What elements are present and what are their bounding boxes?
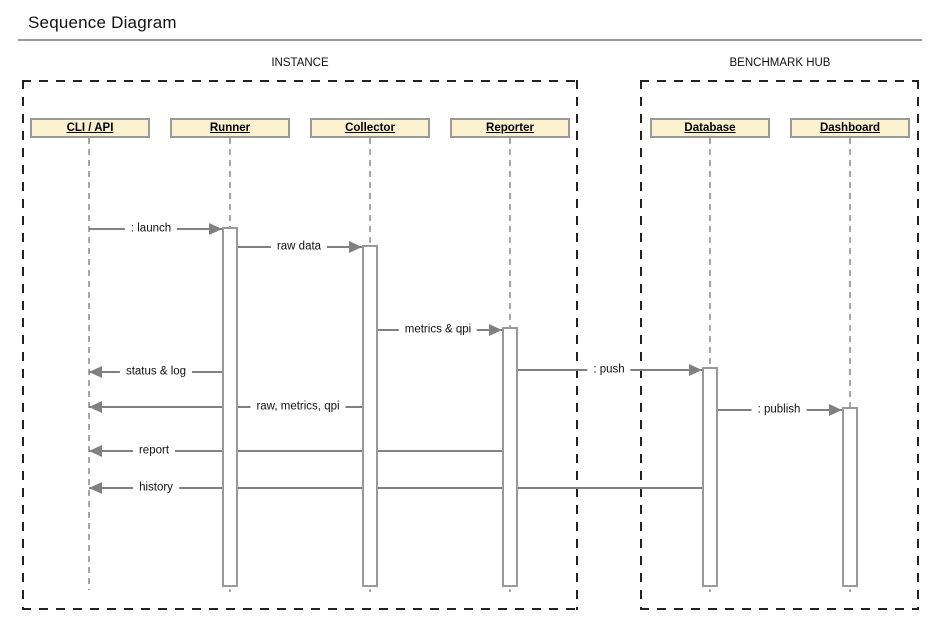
message-history-arrowhead-icon xyxy=(89,482,102,494)
frame-instance xyxy=(22,80,578,610)
activation-runner xyxy=(222,227,238,587)
lifeline-cli-api xyxy=(88,138,90,590)
frame-instance-left-edge xyxy=(22,80,24,610)
message-publish-arrowhead-icon xyxy=(829,404,842,416)
lifeline-head-cli-api: CLI / API xyxy=(30,118,150,138)
lifeline-head-runner: Runner xyxy=(170,118,290,138)
message-publish-label: : publish xyxy=(751,402,807,418)
lifeline-database xyxy=(709,138,711,592)
activation-dashboard xyxy=(842,407,858,587)
message-report-label: report xyxy=(132,443,176,459)
message-metrics-qpi-arrowhead-icon xyxy=(489,324,502,336)
frame-benchmark-hub-left-edge xyxy=(640,80,642,610)
frame-benchmark-hub-top-edge xyxy=(640,80,919,82)
frame-instance-right-edge xyxy=(576,80,578,610)
message-status-log-arrowhead-icon xyxy=(89,366,102,378)
frame-benchmark-hub-right-edge xyxy=(917,80,919,610)
frame-benchmark-hub-bottom-edge xyxy=(640,608,919,610)
frame-instance-bottom-edge xyxy=(22,608,578,610)
lifeline-head-collector: Collector xyxy=(310,118,430,138)
frame-instance-top-edge xyxy=(22,80,578,82)
message-history-label: history xyxy=(133,480,179,496)
frame-benchmark-hub xyxy=(640,80,919,610)
message-report-arrowhead-icon xyxy=(89,445,102,457)
title-rule xyxy=(18,39,922,41)
lifeline-head-dashboard: Dashboard xyxy=(790,118,910,138)
message-launch-arrowhead-icon xyxy=(209,223,222,235)
message-push-arrowhead-icon xyxy=(689,364,702,376)
activation-collector xyxy=(362,245,378,587)
message-raw-metrics-qpi-arrowhead-icon xyxy=(89,401,102,413)
message-metrics-qpi-label: metrics & qpi xyxy=(398,322,478,338)
message-report-line xyxy=(89,450,502,452)
lifeline-dashboard xyxy=(849,138,851,592)
frame-label-benchmark-hub: BENCHMARK HUB xyxy=(729,57,831,69)
message-raw-data-label: raw data xyxy=(270,239,328,255)
lifeline-head-database: Database xyxy=(650,118,770,138)
activation-database xyxy=(702,367,718,587)
activation-reporter xyxy=(502,327,518,587)
message-launch-label: : launch xyxy=(124,221,178,237)
message-raw-metrics-qpi-label: raw, metrics, qpi xyxy=(250,399,346,415)
message-status-log-label: status & log xyxy=(119,364,193,380)
message-raw-data-arrowhead-icon xyxy=(349,241,362,253)
message-push-label: : push xyxy=(587,362,631,378)
lifeline-head-reporter: Reporter xyxy=(450,118,570,138)
diagram-title: Sequence Diagram xyxy=(28,13,177,32)
frame-label-instance: INSTANCE xyxy=(271,57,329,69)
message-history-line xyxy=(89,487,702,489)
